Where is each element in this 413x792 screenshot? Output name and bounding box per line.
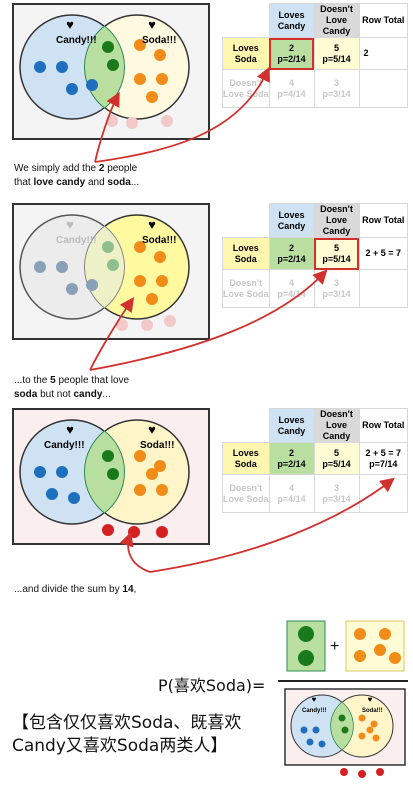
svg-text:♥: ♥: [148, 217, 156, 232]
numerator-orange-dots: [345, 620, 405, 672]
row-total: 2: [358, 37, 408, 70]
soda-label: Soda!!!: [142, 235, 176, 246]
candy-label: Candy!!!: [44, 440, 85, 451]
cell-count: 4: [288, 77, 294, 88]
svg-text:♥: ♥: [148, 422, 156, 437]
chinese-note-line-1: 【包含仅仅喜欢Soda、既喜欢: [12, 713, 242, 733]
row-doesnt-love-soda: Doesn't Love Soda: [222, 474, 270, 513]
row-total: 2 + 5 = 7: [365, 447, 402, 458]
chinese-note-line-2: Candy又喜欢Soda两类人】: [12, 736, 228, 756]
caption-step-1: We simply add the 2 people that love can…: [14, 163, 140, 188]
col-loves-candy: Loves Candy: [268, 3, 315, 38]
soda-label: Soda!!!: [362, 708, 383, 714]
candy-label: Candy!!!: [56, 35, 97, 46]
caption-step-3: ...and divide the sum by 14,: [14, 584, 137, 595]
cell-count: 4: [288, 277, 294, 288]
cell-prob: p=2/14: [277, 53, 306, 64]
col-row-total: Row Total: [358, 408, 408, 443]
venn-diagram-3: ♥ ♥ Candy!!! Soda!!!: [12, 408, 210, 545]
row-loves-soda: Loves Soda: [222, 237, 270, 270]
candy-label: Candy!!!: [56, 235, 97, 246]
cell-prob: p=3/14: [322, 288, 351, 299]
col-doesnt-love-candy: Doesn't Love Candy: [313, 408, 360, 443]
col-doesnt-love-candy: Doesn't Love Candy: [313, 203, 360, 238]
cell-count: 4: [288, 482, 294, 493]
col-doesnt-love-candy: Doesn't Love Candy: [313, 3, 360, 38]
candy-label: Candy!!!: [302, 708, 326, 714]
contingency-table-2: Loves Candy Doesn't Love Candy Row Total…: [222, 203, 408, 308]
caption-step-2: ...to the 5 people that love soda but no…: [14, 375, 130, 400]
cell-prob: p=4/14: [277, 493, 306, 504]
contingency-table-1: Loves Candy Doesn't Love Candy Row Total…: [222, 3, 408, 108]
cell-count: 5: [333, 42, 339, 53]
venn-diagram-2: ♥ ♥ Candy!!! Soda!!!: [12, 203, 210, 340]
numerator-green-dots: [286, 620, 326, 672]
cell-prob: p=4/14: [277, 88, 306, 99]
fraction-bar: [278, 680, 408, 682]
row-total-prob: p=7/14: [369, 458, 398, 469]
col-row-total: Row Total: [358, 203, 408, 238]
svg-text:♥: ♥: [66, 217, 74, 232]
row-loves-soda: Loves Soda: [222, 37, 270, 70]
svg-text:♥: ♥: [368, 695, 373, 704]
svg-text:♥: ♥: [66, 422, 74, 437]
cell-count: 2: [288, 42, 294, 53]
soda-label: Soda!!!: [142, 35, 176, 46]
cell-prob: p=3/14: [322, 88, 351, 99]
row-doesnt-love-soda: Doesn't Love Soda: [222, 69, 270, 108]
probability-formula-lhs: P(喜欢Soda)=: [158, 676, 266, 695]
chinese-note: 【包含仅仅喜欢Soda、既喜欢 Candy又喜欢Soda两类人】: [12, 712, 241, 758]
cell-prob: p=5/14: [322, 253, 351, 264]
step-1-panel: ♥ ♥ Candy!!! Soda!!! Loves Candy Doesn't…: [0, 0, 413, 200]
cell-count: 2: [288, 447, 294, 458]
row-total: 2 + 5 = 7: [358, 237, 408, 270]
svg-text:♥: ♥: [148, 17, 156, 32]
col-loves-candy: Loves Candy: [268, 203, 315, 238]
svg-text:♥: ♥: [66, 17, 74, 32]
cell-prob: p=5/14: [322, 53, 351, 64]
step-2-panel: ♥ ♥ Candy!!! Soda!!! Loves Candy Doesn't…: [0, 200, 413, 405]
cell-count: 5: [333, 242, 339, 253]
col-loves-candy: Loves Candy: [268, 408, 315, 443]
cell-count: 3: [333, 277, 339, 288]
col-row-total: Row Total: [358, 3, 408, 38]
denominator-venn: ♥ ♥ Candy!!! Soda!!!: [284, 688, 406, 778]
step-3-panel: ♥ ♥ Candy!!! Soda!!! Loves Candy Doesn't…: [0, 405, 413, 605]
cell-prob: p=2/14: [277, 458, 306, 469]
cell-prob: p=3/14: [322, 493, 351, 504]
svg-text:♥: ♥: [312, 695, 317, 704]
contingency-table-3: Loves Candy Doesn't Love Candy Row Total…: [222, 408, 408, 513]
cell-count: 5: [333, 447, 339, 458]
soda-label: Soda!!!: [140, 440, 174, 451]
cell-prob: p=5/14: [322, 458, 351, 469]
row-loves-soda: Loves Soda: [222, 442, 270, 475]
plus-sign: +: [330, 638, 340, 655]
row-doesnt-love-soda: Doesn't Love Soda: [222, 269, 270, 308]
venn-diagram-1: ♥ ♥ Candy!!! Soda!!!: [12, 3, 210, 140]
cell-count: 2: [288, 242, 294, 253]
cell-prob: p=2/14: [277, 253, 306, 264]
cell-prob: p=4/14: [277, 288, 306, 299]
cell-count: 3: [333, 77, 339, 88]
cell-count: 3: [333, 482, 339, 493]
